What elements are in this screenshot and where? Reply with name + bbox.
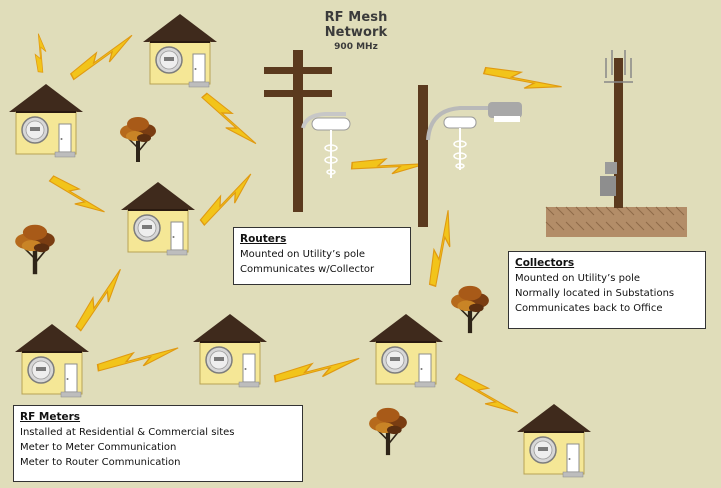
collectors-callout: Collectors Mounted on Utility’s pole Nor… [508,251,706,329]
diagram-title: RF Mesh Network [324,10,388,40]
router-pole-middle [418,85,522,227]
rf-meters-line-3: Meter to Router Communication [20,457,181,468]
rf-meters-heading: RF Meters [20,411,81,423]
routers-line-2: Communicates w/Collector [240,264,375,275]
collectors-line-1: Mounted on Utility’s pole [515,273,641,284]
router-pole-left [264,50,351,212]
routers-heading: Routers [240,233,287,245]
routers-line-1: Mounted on Utility’s pole [240,249,366,260]
collectors-heading: Collectors [515,257,575,269]
diagram-subtitle: 900 MHz [334,42,378,52]
collectors-line-3: Communicates back to Office [515,303,663,314]
diagram-title-block: RF Mesh Network 900 MHz [300,10,412,52]
rf-meters-line-2: Meter to Meter Communication [20,442,177,453]
routers-callout: Routers Mounted on Utility’s pole Commun… [233,227,411,285]
collector-pole [545,50,687,237]
rf-meters-line-1: Installed at Residential & Commercial si… [20,427,235,438]
rf-meters-callout: RF Meters Installed at Residential & Com… [13,405,303,482]
collectors-line-2: Normally located in Substations [515,288,675,299]
